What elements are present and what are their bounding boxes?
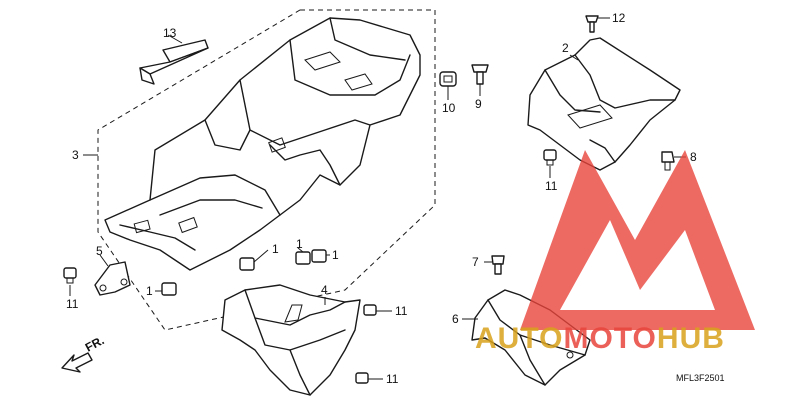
watermark-text-suffix: HUB <box>657 322 725 355</box>
watermark-triangle-icon <box>520 150 755 330</box>
part-6-mudguard <box>462 289 591 386</box>
callout-3: 3 <box>72 148 79 162</box>
watermark-text-prefix: AUTO <box>475 322 563 355</box>
reference-code: MFL3F2501 <box>676 373 725 383</box>
callout-2: 2 <box>562 41 569 55</box>
part-10-nut <box>439 71 457 100</box>
callout-6: 6 <box>452 312 459 326</box>
callout-11-a: 11 <box>66 297 79 311</box>
direction-arrow-icon <box>61 352 93 373</box>
callout-11-c: 11 <box>386 372 399 386</box>
watermark-text-middle: MOTO <box>563 322 656 355</box>
callout-9: 9 <box>475 97 482 111</box>
part-9-screw <box>471 64 489 96</box>
callout-5: 5 <box>96 244 103 258</box>
part-11-bolts <box>63 149 557 384</box>
callout-1-b: 1 <box>272 242 279 256</box>
callout-7: 7 <box>472 255 479 269</box>
watermark-text: AUTOMOTOHUB <box>475 322 725 355</box>
part-4-splash-guard <box>221 284 361 396</box>
callout-1-c: 1 <box>296 237 303 251</box>
part-1-clips <box>155 247 330 296</box>
callout-4: 4 <box>321 283 328 297</box>
callout-11-d: 11 <box>545 179 558 193</box>
callout-11-b: 11 <box>395 304 408 318</box>
part-5-bracket <box>94 254 131 296</box>
watermark-logo <box>520 150 755 330</box>
assembly-frame <box>97 9 436 331</box>
part-8-pin <box>661 151 686 171</box>
part-2-rear-cover <box>527 37 681 171</box>
callout-13: 13 <box>163 26 177 40</box>
callout-labels: 13 3 5 11 1 1 1 1 4 11 11 10 9 12 2 8 11… <box>66 11 697 386</box>
part-13-strap <box>139 34 209 85</box>
callout-10: 10 <box>442 101 456 115</box>
part-7-screw <box>484 255 505 275</box>
callout-1-d: 1 <box>332 248 339 262</box>
part-12-screw <box>585 15 610 33</box>
callout-12: 12 <box>612 11 626 25</box>
callout-1-a: 1 <box>146 284 153 298</box>
callout-8: 8 <box>690 150 697 164</box>
direction-label: FR. <box>83 333 107 354</box>
part-3-rear-fender <box>83 17 421 271</box>
